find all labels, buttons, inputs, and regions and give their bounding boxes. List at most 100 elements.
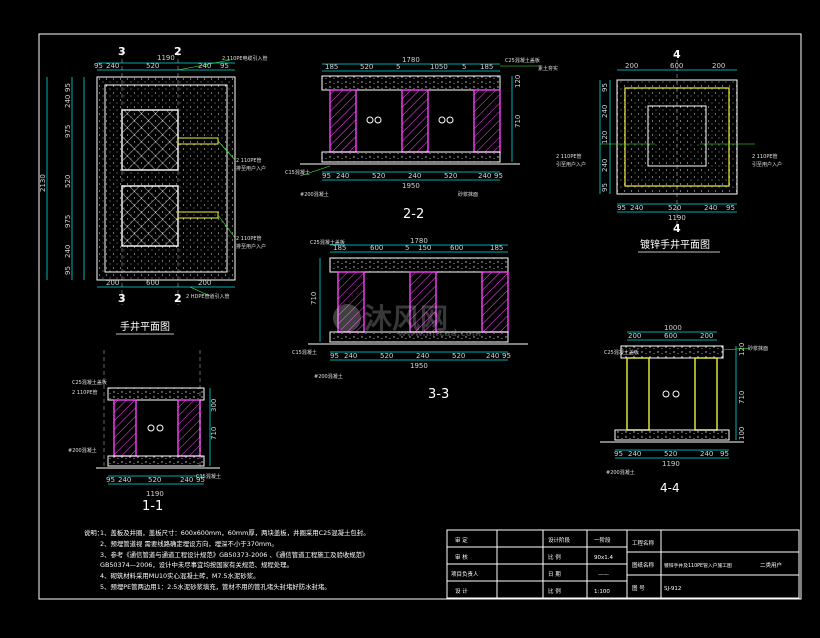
tb-r2c1: 审 核 — [455, 553, 468, 561]
section-1-1 — [96, 350, 220, 485]
s22-bot-total: 1950 — [402, 182, 420, 190]
s22-bot-dim-4: 240 — [408, 172, 421, 180]
hp-callout-2: 引至用户入户 — [556, 161, 586, 168]
hp-left-dim-3: 120 — [601, 131, 609, 144]
plan-callout-4: 2 110PE管 — [236, 235, 262, 242]
plan-top-dim-3: 520 — [146, 62, 159, 70]
s11-callout-3: #200混凝土 — [68, 447, 97, 454]
plan-left-dim-1: 95 — [64, 83, 72, 92]
s44-top-dim-2: 600 — [664, 332, 677, 340]
s22-side-dim-1: 120 — [514, 75, 522, 88]
title-block — [446, 529, 800, 599]
s33-title: 3-3 — [428, 387, 449, 402]
hp-left-dim-4: 240 — [601, 159, 609, 172]
s33-bot-dim-5: 520 — [452, 352, 465, 360]
plan-bot-dim-3: 200 — [198, 279, 211, 287]
hp-top-dims: 200 600 200 — [625, 62, 725, 70]
sheet-frame — [38, 33, 802, 600]
section-3-3 — [308, 244, 528, 361]
plan-cut-bot-left: 3 — [118, 292, 126, 305]
s33-bot-dim-2: 240 — [344, 352, 357, 360]
plan-left-dim-5: 975 — [64, 215, 72, 228]
s33-callout-2: C15混凝土 — [292, 349, 317, 356]
tb-r3c1: 项目负责人 — [451, 570, 479, 578]
s44-callouts: C25混凝土盖板 #200混凝土 砂浆抹面 — [604, 345, 768, 476]
s11-side-dims: 300 710 — [210, 399, 218, 440]
plan-top-total: 1190 — [157, 54, 175, 62]
hp-bot-dim-4: 240 — [704, 204, 717, 212]
s44-title: 4-4 — [660, 481, 680, 495]
plan-top-dim-2: 240 — [106, 62, 119, 70]
plan-left-dim-7: 95 — [64, 266, 72, 275]
plan-cut-top-left: 3 — [118, 45, 126, 58]
plan-left-dims: 95 240 975 520 975 240 95 2130 — [39, 83, 72, 275]
s22-title: 2-2 — [403, 207, 424, 222]
s33-callout-1: C25混凝土盖板 — [310, 239, 345, 246]
s44-bottom-dims: 95 240 520 240 95 1190 — [614, 450, 729, 468]
hand-well-plan — [599, 60, 755, 225]
plan-bottom-dims: 200 600 200 — [106, 279, 211, 287]
plan-top-dim-4: 240 — [198, 62, 211, 70]
svg-text:www.mfcad.com: www.mfcad.com — [398, 329, 481, 339]
s22-total: 1780 — [402, 56, 420, 64]
tb-project-label: 工程名称 — [632, 539, 655, 547]
s33-side-dim: 710 — [310, 292, 318, 305]
s44-side-dim-2: 710 — [738, 391, 746, 404]
s22-bot-dim-3: 520 — [372, 172, 385, 180]
s44-bot-dim-4: 240 — [700, 450, 713, 458]
plan-bot-dim-2: 600 — [146, 279, 159, 287]
hp-callouts: 2 110PE管 引至用户入户 2 110PE管 引至用户入户 — [556, 153, 782, 168]
tb-r2c4: 90x1.4 — [594, 555, 614, 561]
hp-bot-dim-5: 95 — [726, 204, 735, 212]
s44-side-dim-1: 120 — [738, 343, 746, 356]
plan-callout-2: 2 110PE管 — [236, 157, 262, 164]
s11-bot-dim-1: 95 — [106, 476, 115, 484]
s11-bot-dim-4: 240 — [180, 476, 193, 484]
s11-callout-2: 2 110PE管 — [72, 389, 98, 396]
hp-bot-dim-2: 240 — [630, 204, 643, 212]
s11-title: 1-1 — [142, 499, 163, 514]
note-line-5: 4、砌筑材料采用MU10实心混凝土砖，M7.5水泥砂浆。 — [100, 571, 260, 580]
note-line-1: 1、盖板及井圈，盖板尺寸：600x600mm，60mm厚，两块盖板，井圈采用C2… — [100, 528, 370, 537]
s11-side-dim-1: 300 — [210, 399, 218, 412]
s22-callouts: C25混凝土盖板 素土夯实 C15混凝土 #200混凝土 砂浆抹面 — [285, 57, 558, 198]
s44-total: 1000 — [664, 324, 682, 332]
note-line-4: GB50374—2006，设计中未尽事宜均按国家有关规范、规程处理。 — [100, 560, 293, 569]
s22-callout-5: 砂浆抹面 — [458, 191, 478, 198]
tb-r1c3: 设计阶段 — [548, 536, 571, 544]
s33-bot-dim-7: 95 — [502, 352, 511, 360]
plan-callout-1: 2.110PE电缆引入管 — [222, 55, 268, 62]
s22-side-dims: 120 710 — [514, 75, 522, 128]
hp-left-dim-2: 240 — [601, 105, 609, 118]
note-line-2: 2、预埋管道视 需要线路确定埋设方向，埋深不小于370mm。 — [100, 539, 278, 548]
s22-top-dim-6: 185 — [480, 63, 493, 71]
s33-bot-dim-1: 95 — [330, 352, 339, 360]
s22-top-dim-2: 520 — [360, 63, 373, 71]
tb-drawing-label: 图纸名称 — [632, 561, 655, 569]
plan-left-dim-6: 240 — [64, 245, 72, 258]
plan-left-dim-4: 520 — [64, 175, 72, 188]
s11-bot-dim-2: 240 — [118, 476, 131, 484]
svg-text:沐风网: 沐风网 — [364, 302, 448, 335]
hp-left-dims: 95 240 120 240 95 — [601, 83, 609, 192]
plan-view — [46, 52, 236, 305]
s22-callout-4: #200混凝土 — [300, 191, 329, 198]
hp-callout-1: 2 110PE管 — [556, 153, 582, 160]
plan-top-dim-5: 95 — [220, 62, 229, 70]
hp-left-dim-1: 95 — [601, 83, 609, 92]
s11-bot-dim-5: 95 — [196, 476, 205, 484]
plan-left-dim-3: 975 — [64, 125, 72, 138]
s44-bot-total: 1190 — [662, 460, 680, 468]
s22-top-dim-4: 1050 — [430, 63, 448, 71]
note-line-3: 3、参考《通信管道与通道工程设计规范》GB50373-2006 、《通信管道工程… — [100, 550, 368, 559]
hp-bot-total: 1190 — [668, 214, 686, 222]
plan-title: 手井平面图 — [120, 320, 170, 333]
hp-cut-top: 4 — [673, 48, 681, 61]
plan-cut-bot-right: 2 — [174, 292, 182, 305]
tb-drawing-number: SJ-912 — [664, 586, 681, 592]
hp-bottom-dims: 95 240 520 240 95 1190 — [617, 204, 735, 222]
s22-callout-1: C25混凝土盖板 — [505, 57, 540, 64]
tb-r1c1: 审 定 — [455, 536, 468, 544]
s44-bot-dim-5: 95 — [720, 450, 729, 458]
